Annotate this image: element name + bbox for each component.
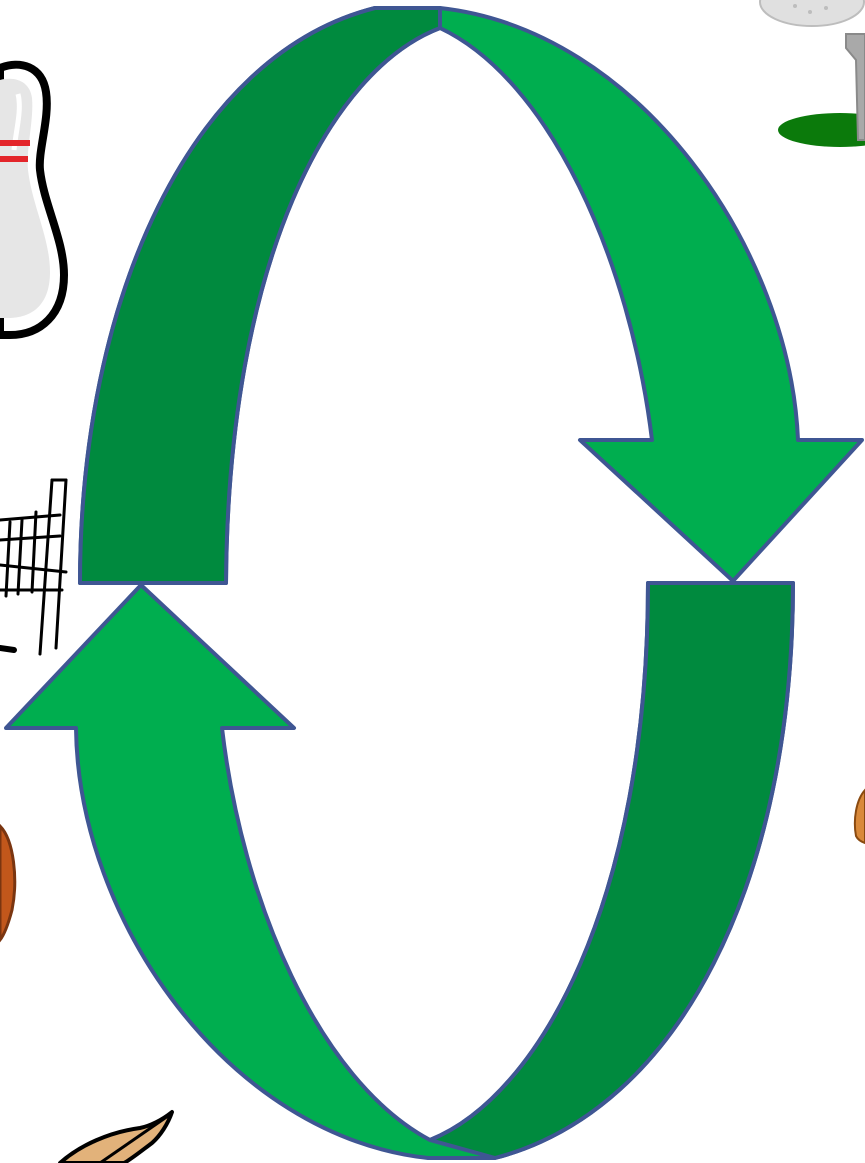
golf-ball-on-tee-icon <box>760 0 865 147</box>
bowling-pin-icon <box>0 65 64 335</box>
basketball-icon <box>0 826 15 940</box>
feather-quill-icon <box>60 1112 172 1163</box>
cycle-arrow-top <box>80 8 862 583</box>
sports-net-icon <box>0 480 66 654</box>
football-icon <box>855 790 865 843</box>
cycle-arrow-bottom <box>6 583 793 1158</box>
